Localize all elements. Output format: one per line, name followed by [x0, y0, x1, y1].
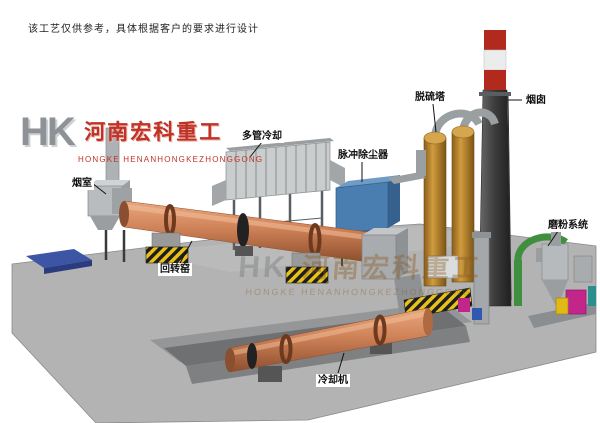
rotary-kiln-graphic: [119, 200, 369, 263]
grinding-system-graphic: [514, 232, 596, 328]
label-leader-lines: [91, 99, 559, 374]
label-cooling-machine: 冷却机: [316, 374, 350, 387]
smoke-chamber-graphic: [87, 127, 132, 262]
label-grinding-system: 磨粉系统: [546, 219, 590, 232]
cooling-machine-graphic: [225, 307, 433, 382]
bucket-elevator-graphic: [472, 232, 491, 325]
label-rotary-kiln: 回转窑: [158, 263, 192, 276]
logo-company-name-cn: 河南宏科重工: [84, 120, 223, 144]
label-chimney: 烟囱: [524, 94, 548, 107]
label-multi-tube-cooler: 多管冷却: [240, 130, 284, 143]
multi-tube-cooler-graphic: [212, 138, 345, 250]
disclaimer-text: 该工艺仅供参考，具体根据客户的要求进行设计: [28, 24, 259, 35]
desulfurization-towers-graphic: [423, 108, 499, 287]
logo-initials: HK: [20, 110, 76, 154]
label-desulfurization-tower: 脱硫塔: [413, 91, 447, 104]
logo-company-name-en: HONGKE HENANHONGKEZHONGGONG: [78, 155, 264, 164]
brand-logo: HK 河南宏科重工 HONGKE HENANHONGKEZHONGGONG: [20, 112, 263, 164]
blue-foundation-pad: [26, 249, 92, 274]
label-smoke-chamber: 烟室: [70, 177, 94, 190]
label-pulse-dust-collector: 脉冲除尘器: [336, 149, 390, 162]
